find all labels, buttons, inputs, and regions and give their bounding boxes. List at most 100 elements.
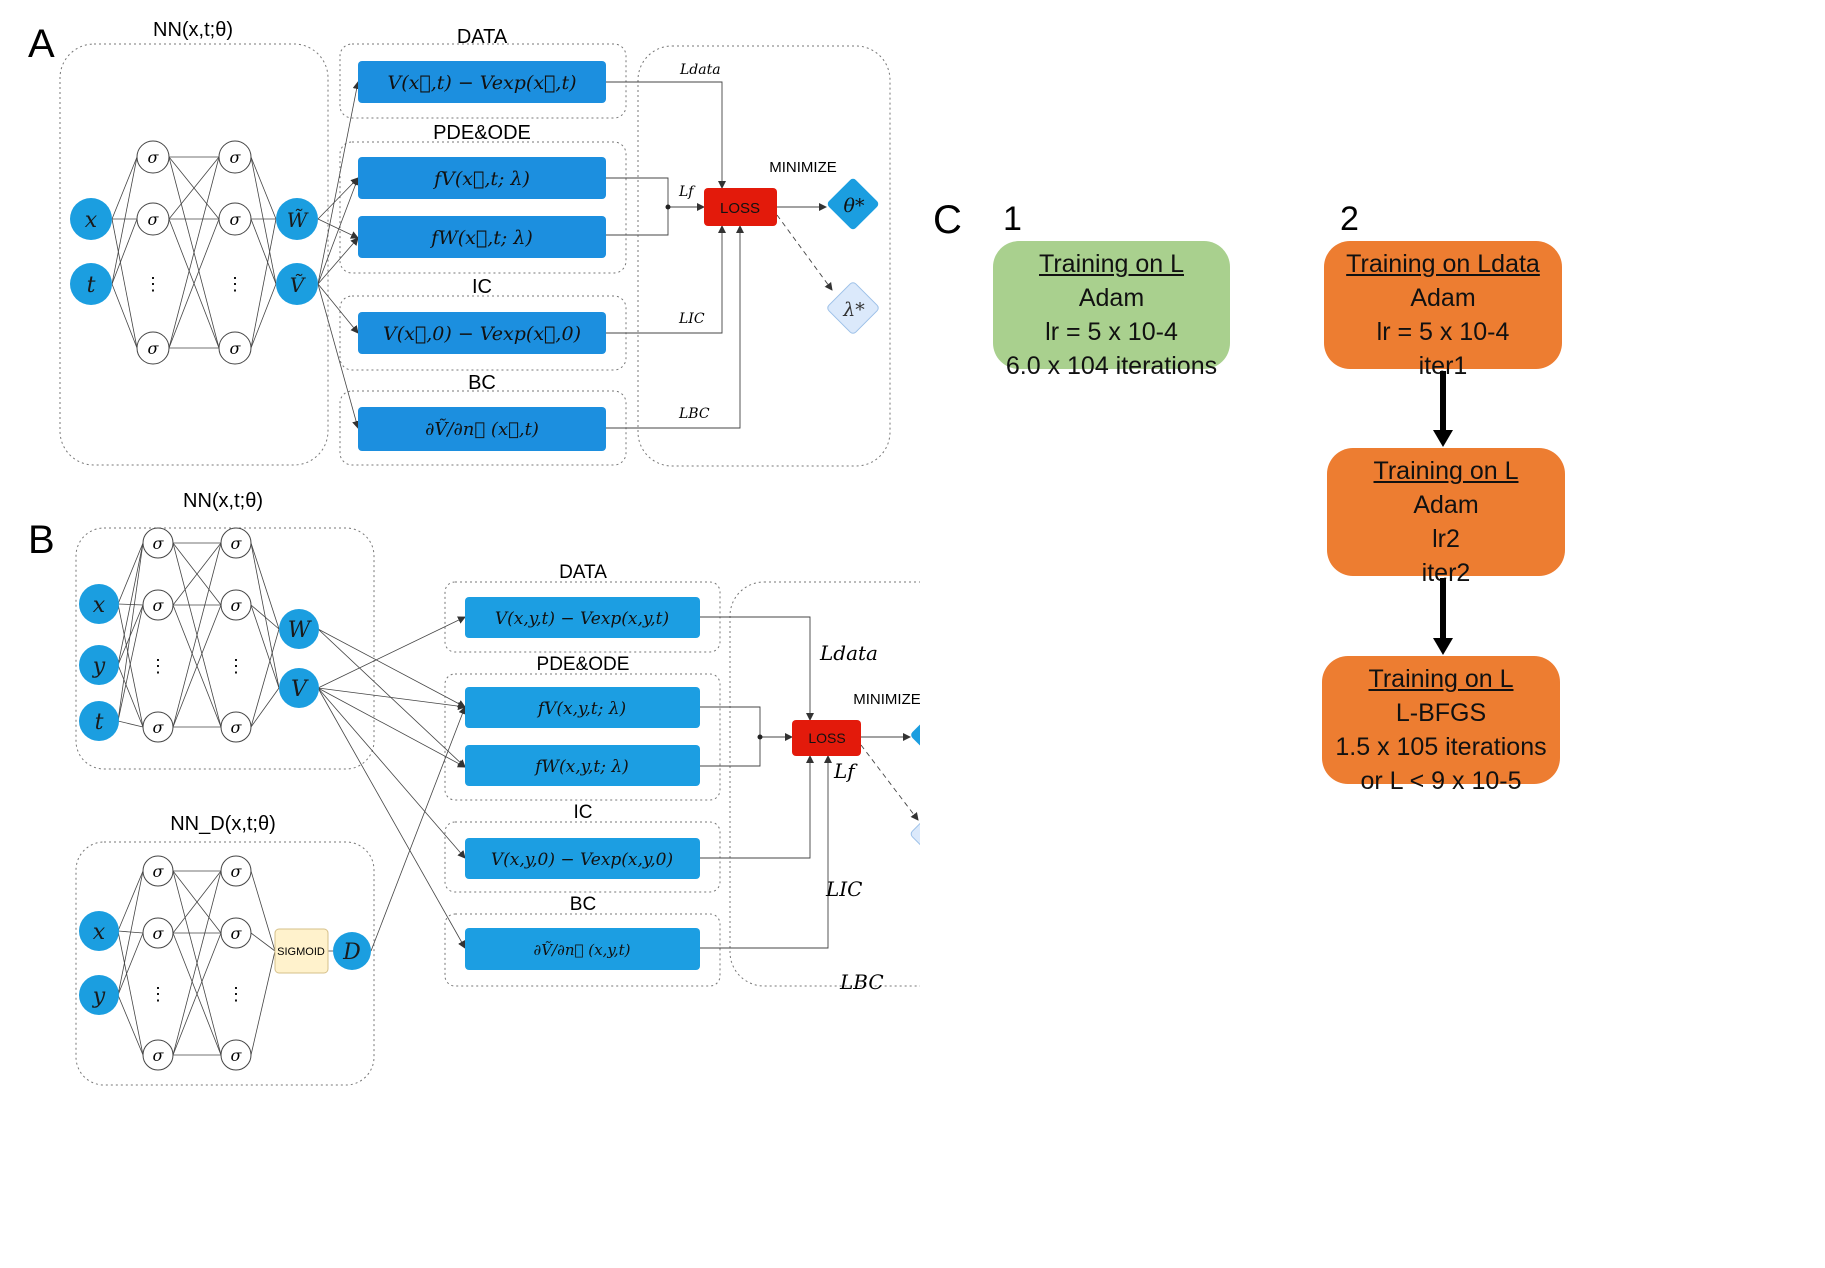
nnd-container-b [75,841,375,1086]
training-box-2b-optimizer: Adam [1413,491,1479,519]
term-box-data-b [465,597,700,638]
neuron-label: σ [231,862,243,881]
input-label-y-b: y [92,654,106,679]
hidden-node [142,711,174,743]
input-label-x-a: x [85,208,98,233]
loss-label-data-a: Ldata [679,62,721,78]
ellipsis-dots: ⋮ [227,984,245,1004]
ellipsis-dots: ⋮ [149,656,167,676]
term-text-data-b: V(x,y,t) − Vexp(x,y,t) [495,609,669,629]
input-node-t-b [79,701,119,741]
neuron-label: σ [148,210,160,229]
output-edges-a [317,81,361,429]
training-box-2c: Training on L L-BFGS 1.5 x 105 iteration… [1322,656,1560,795]
hidden-node [142,589,174,621]
output-label-w-a: W̃ [287,208,309,232]
data-group-a [339,43,627,119]
loss-label-f-b: Lf [833,759,858,783]
training-box-1-lr: lr = 5 x 10-4 [1045,318,1178,346]
loss-wires-b [700,616,919,949]
loss-label-f-a: Lf [678,184,696,200]
ellipsis-dots: ⋮ [144,274,162,294]
output-label-v-b: V [291,677,309,702]
training-box-2c-title: Training on L [1368,665,1514,693]
nn-container-b [75,527,375,770]
loss-container-b [729,581,920,987]
pde-group-a [339,141,627,274]
output-node-v-b [279,668,319,708]
junction-dot-a [665,204,671,210]
panel-label-b: B [28,518,55,562]
hidden-node [220,1039,252,1071]
term-box-ic-b [465,838,700,879]
nn-container-a [59,43,329,466]
neuron-label: σ [231,596,243,615]
group-label-data-a: DATA [457,26,508,48]
input-node-t-a [70,263,112,305]
nn-edges-a [111,156,277,349]
diagram-canvas: NN(x,t;θ) DATA PDE&ODE IC BC x [59,19,920,1086]
output-node-v-a [276,263,318,305]
arrowhead-2b-to-2c [1433,638,1453,655]
term-box-ic-a [358,312,606,354]
input-label-y-d: y [92,984,106,1009]
neuron-label: σ [153,862,165,881]
loss-label-bc-b: LBC [839,970,884,994]
input-node-x-a [70,198,112,240]
hidden-node [218,140,252,174]
training-box-2a-iterations: iter1 [1418,352,1468,380]
ellipsis-dots: ⋮ [227,656,245,676]
training-box-2c-optimizer: L-BFGS [1395,699,1487,727]
minimize-label-b: MINIMIZE [853,691,920,708]
nn-title-b: NN(x,t;θ) [183,490,263,512]
term-text-ic-b: V(x,y,0) − Vexp(x,y,0) [491,850,673,870]
bc-group-b [444,913,721,987]
term-box-fw-a [358,216,606,258]
training-box-1-iterations: 6.0 x 104 iterations [1005,352,1218,380]
nn-edges-b [117,542,280,728]
loss-box-b [792,720,861,756]
loss-label-bc-a: LBC [678,406,710,422]
training-box-2b-lr: lr2 [1432,525,1460,553]
training-box-1-title: Training on L [1039,250,1184,278]
ellipsis-dots: ⋮ [149,984,167,1004]
group-label-ic-b: IC [574,802,593,823]
sigmoid-label: SIGMOID [277,946,325,958]
junction-dot-b [757,734,763,740]
column-number-1: 1 [1003,200,1022,238]
input-label-t-a: t [87,273,96,298]
term-text-bc-a: ∂Ṽ/∂n⃗ (x⃗,t) [425,418,539,440]
term-box-bc-a [358,407,606,451]
lambda-label-a: λ* [842,299,865,321]
theta-diamond-b [911,711,920,759]
group-label-bc-b: BC [570,894,596,915]
output-node-w-b [279,609,319,649]
input-node-y-d [79,975,119,1015]
lambda-diamond-a [827,282,879,334]
neuron-label: σ [153,596,165,615]
hidden-node [220,711,252,743]
hidden-node [142,1039,174,1071]
hidden-node [220,527,252,559]
group-label-data-b: DATA [559,562,607,583]
training-box-2a-title: Training on Ldata [1346,250,1540,278]
nn-title-a: NN(x,t;θ) [153,19,233,41]
panel-label-a: A [28,22,55,66]
term-text-fw-b: fW(x,y,t; λ) [533,757,629,777]
group-label-pde-a: PDE&ODE [433,122,531,144]
theta-label-a: θ* [844,195,865,217]
loss-container-a [637,45,891,467]
neuron-label: σ [230,210,242,229]
loss-box-a [704,188,777,226]
hidden-node [136,202,170,236]
sigmoid-box [274,928,329,974]
column-number-2: 2 [1340,200,1359,238]
loss-label-ic-a: LIC [678,311,705,327]
neuron-label: σ [153,924,165,943]
pde-group-b [444,673,721,801]
ic-group-b [444,821,721,893]
neuron-label: σ [231,1046,243,1065]
group-label-pde-b: PDE&ODE [537,654,630,675]
loss-box-label-b: LOSS [808,730,845,746]
hidden-node [220,589,252,621]
